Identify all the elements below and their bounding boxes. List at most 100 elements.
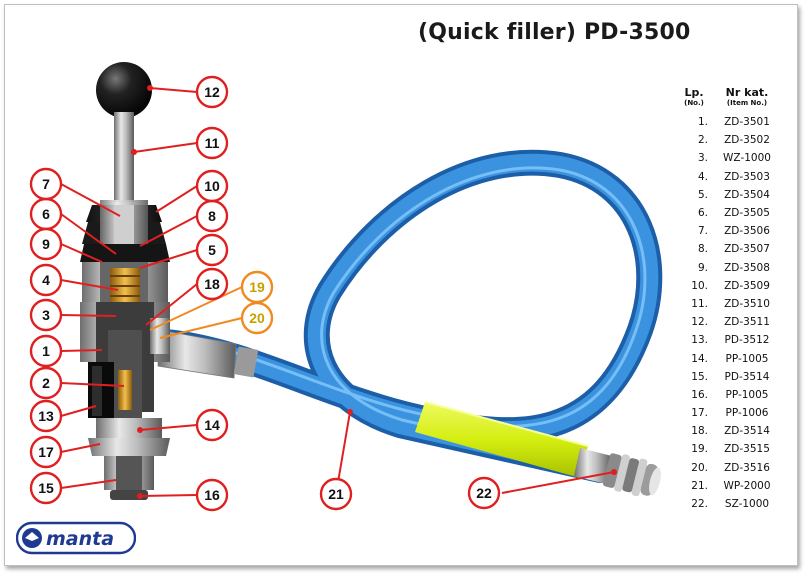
callout-7: 7 [29,167,63,201]
parts-table-row: 9.ZD-3508 [676,259,796,277]
callout-circle [195,233,229,267]
callout-circle [29,334,63,368]
callout-circle [29,435,63,469]
callout-circle [29,227,63,261]
row-no: 15. [691,370,708,383]
hose-nozzle [574,448,661,497]
parts-table-row: 7. ZD-3506 [676,222,796,240]
parts-table-row: 16.PP-1005 [676,386,796,404]
header-item-sublabel: (Item No.) [726,99,768,107]
callout-label: 21 [328,486,344,502]
row-item-no: ZD-3506 [724,225,770,238]
callout-label: 6 [42,206,50,222]
callout-label: 2 [42,375,50,391]
callout-21: 21 [319,477,353,511]
row-item-no: ZD-3507 [724,243,770,256]
callout-circle [195,169,229,203]
callout-5: 5 [195,233,229,267]
callout-label: 9 [42,236,50,252]
hose-fitting-left [157,329,259,379]
row-item-no: ZD-3515 [724,443,770,456]
row-no: 10. [691,279,708,292]
callout-16: 16 [195,478,229,512]
callout-label: 4 [42,272,50,288]
page-title: (Quick filler) PD-3500 [418,20,691,45]
parts-table-row: 5.ZD-3504 [676,186,796,204]
row-no: 14. [691,352,708,365]
callout-19: 19 [240,270,274,304]
callout-label: 18 [204,276,220,292]
callout-3: 3 [29,298,63,332]
callout-label: 7 [42,176,50,192]
header-no: Lp. (No.) [676,86,712,107]
callout-20: 20 [240,301,274,335]
manta-logo: manta [16,521,136,555]
callout-label: 11 [205,135,220,151]
callout-circle [467,476,501,510]
row-item-no: ZD-3503 [724,170,770,183]
callout-circle [29,471,63,505]
parts-table-row: 21. WP-2000 [676,477,796,495]
callout-circle [195,478,229,512]
callout-label: 10 [204,178,220,194]
callout-label: 20 [249,310,265,326]
callout-label: 12 [204,84,220,100]
parts-table-row: 1.ZD-3501 [676,113,796,131]
parts-table-row: 14.PP-1005 [676,349,796,367]
callout-circle [319,477,353,511]
callout-10: 10 [195,169,229,203]
callout-9: 9 [29,227,63,261]
row-no: 19. [691,443,708,456]
hose-sleeve [415,401,589,478]
row-item-no: ZD-3510 [724,297,770,310]
row-no: 4. [697,170,708,183]
parts-table-row: 15.PD-3514 [676,368,796,386]
callout-12: 12 [195,75,229,109]
callout-17: 17 [29,435,63,469]
callout-circle [29,298,63,332]
parts-table-row: 19. ZD-3515 [676,440,796,458]
callout-18: 18 [195,267,229,301]
callout-circle [29,167,63,201]
header-no-sublabel: (No.) [684,99,704,107]
header-item-label: Nr kat. [725,86,769,99]
callout-11: 11 [195,126,229,160]
callout-1: 1 [29,334,63,368]
parts-table-row: 17.PP-1006 [676,404,796,422]
callout-label: 5 [208,242,216,258]
callout-2: 2 [29,366,63,400]
leader-dots [131,85,617,499]
callout-circle [29,263,63,297]
parts-table-row: 12. ZD-3511 [676,313,796,331]
callout-label: 19 [249,279,265,295]
callout-15: 15 [29,471,63,505]
header-no-label: Lp. [684,86,704,99]
parts-table-row: 3.WZ-1000 [676,149,796,167]
row-no: 7. [697,225,708,238]
callout-6: 6 [29,197,63,231]
callout-22: 22 [467,476,501,510]
row-no: 2. [697,134,708,147]
callout-8: 8 [195,199,229,233]
callout-label: 3 [42,307,50,323]
header-item: Nr kat. (Item No.) [712,86,782,107]
row-no: 21. [691,479,708,492]
callout-13: 13 [29,399,63,433]
row-item-no: ZD-3511 [724,316,770,329]
leader-lines [60,87,615,497]
row-no: 20. [691,461,708,474]
row-item-no: WP-2000 [723,479,771,492]
row-no: 12. [691,316,708,329]
row-no: 3. [697,152,708,165]
row-item-no: ZD-3508 [724,261,770,274]
callout-circle [195,75,229,109]
row-item-no: PP-1006 [725,407,769,420]
parts-table-row: 2.ZD-3502 [676,131,796,149]
row-item-no: ZD-3509 [724,279,770,292]
row-item-no: ZD-3504 [724,188,770,201]
row-item-no: ZD-3516 [724,461,770,474]
row-no: 16. [691,388,708,401]
